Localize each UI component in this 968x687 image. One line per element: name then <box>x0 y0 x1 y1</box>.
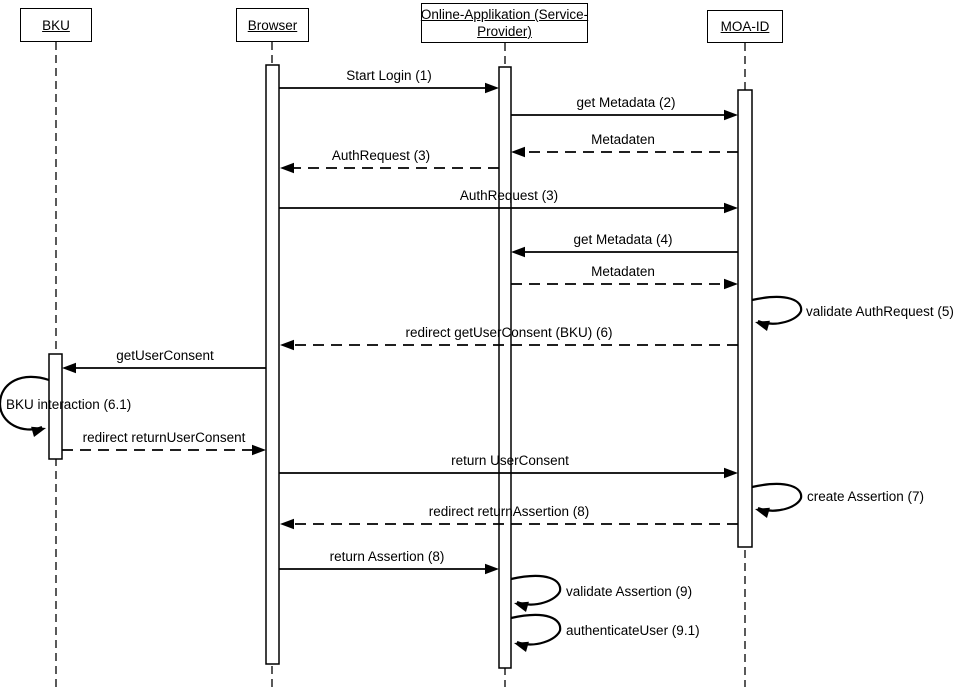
self-loop-arrowhead-1 <box>31 426 46 437</box>
actor-label: Browser <box>247 17 298 33</box>
activation-bar-moa-id <box>737 89 753 548</box>
self-loop-line-2 <box>751 482 803 512</box>
message-label: return Assertion (8) <box>329 549 445 564</box>
message-arrowhead-7 <box>280 339 294 351</box>
message-arrowhead-6 <box>724 278 738 290</box>
self-loop-line-0 <box>751 295 803 325</box>
message-label: return UserConsent <box>451 453 569 468</box>
message-arrowhead-12 <box>485 563 499 575</box>
message-label: redirect returnAssertion (8) <box>428 504 590 519</box>
self-message-label: create Assertion (7) <box>807 489 925 504</box>
message-arrowhead-4 <box>724 202 738 214</box>
message-label: AuthRequest (3) <box>459 188 559 203</box>
message-label: Metadaten <box>591 264 655 279</box>
activation-bar-online-applikation <box>498 66 512 669</box>
self-message-label: BKU interaction (6.1) <box>6 397 132 412</box>
message-label: Start Login (1) <box>346 68 432 83</box>
message-label: getUserConsent <box>116 348 214 363</box>
actor-label: BKU <box>42 17 70 33</box>
message-label: Metadaten <box>591 132 655 147</box>
activation-bar-browser <box>265 64 280 665</box>
message-arrowhead-8 <box>62 362 76 374</box>
message-arrowhead-10 <box>724 467 738 479</box>
message-arrowhead-1 <box>724 109 738 121</box>
actor-box-moa-id: MOA-ID <box>707 10 783 43</box>
self-loop-line-4 <box>510 613 562 646</box>
message-label: get Metadata (2) <box>576 95 676 110</box>
self-loop-line-1 <box>0 375 50 431</box>
self-message-label: authenticateUser (9.1) <box>566 623 700 638</box>
message-label: redirect getUserConsent (BKU) (6) <box>405 325 613 340</box>
actor-box-browser: Browser <box>236 8 309 42</box>
self-loop-arrowhead-4 <box>514 641 529 652</box>
self-message-label: validate AuthRequest (5) <box>806 304 954 319</box>
message-arrowhead-0 <box>485 82 499 94</box>
message-label: redirect returnUserConsent <box>82 430 246 445</box>
message-arrowhead-3 <box>280 162 294 174</box>
actor-box-bku: BKU <box>20 8 92 42</box>
self-loop-arrowhead-0 <box>755 320 770 331</box>
message-arrowhead-11 <box>280 518 294 530</box>
self-loop-line-3 <box>510 574 562 606</box>
activation-bar-bku <box>48 353 63 460</box>
message-label: AuthRequest (3) <box>331 148 431 163</box>
actor-box-online-applikation: Online-Applikation (Service- Provider) <box>421 3 588 43</box>
self-message-label: validate Assertion (9) <box>566 584 693 599</box>
self-loop-arrowhead-3 <box>514 601 529 612</box>
message-arrowhead-5 <box>511 246 525 258</box>
message-label: get Metadata (4) <box>573 232 673 247</box>
actor-label: MOA-ID <box>720 19 770 34</box>
actor-label: Provider) <box>477 24 532 39</box>
self-loop-arrowhead-2 <box>755 507 770 518</box>
message-arrowhead-2 <box>511 146 525 158</box>
message-arrowhead-9 <box>252 444 266 456</box>
actor-label: Online-Applikation (Service- <box>420 7 589 22</box>
